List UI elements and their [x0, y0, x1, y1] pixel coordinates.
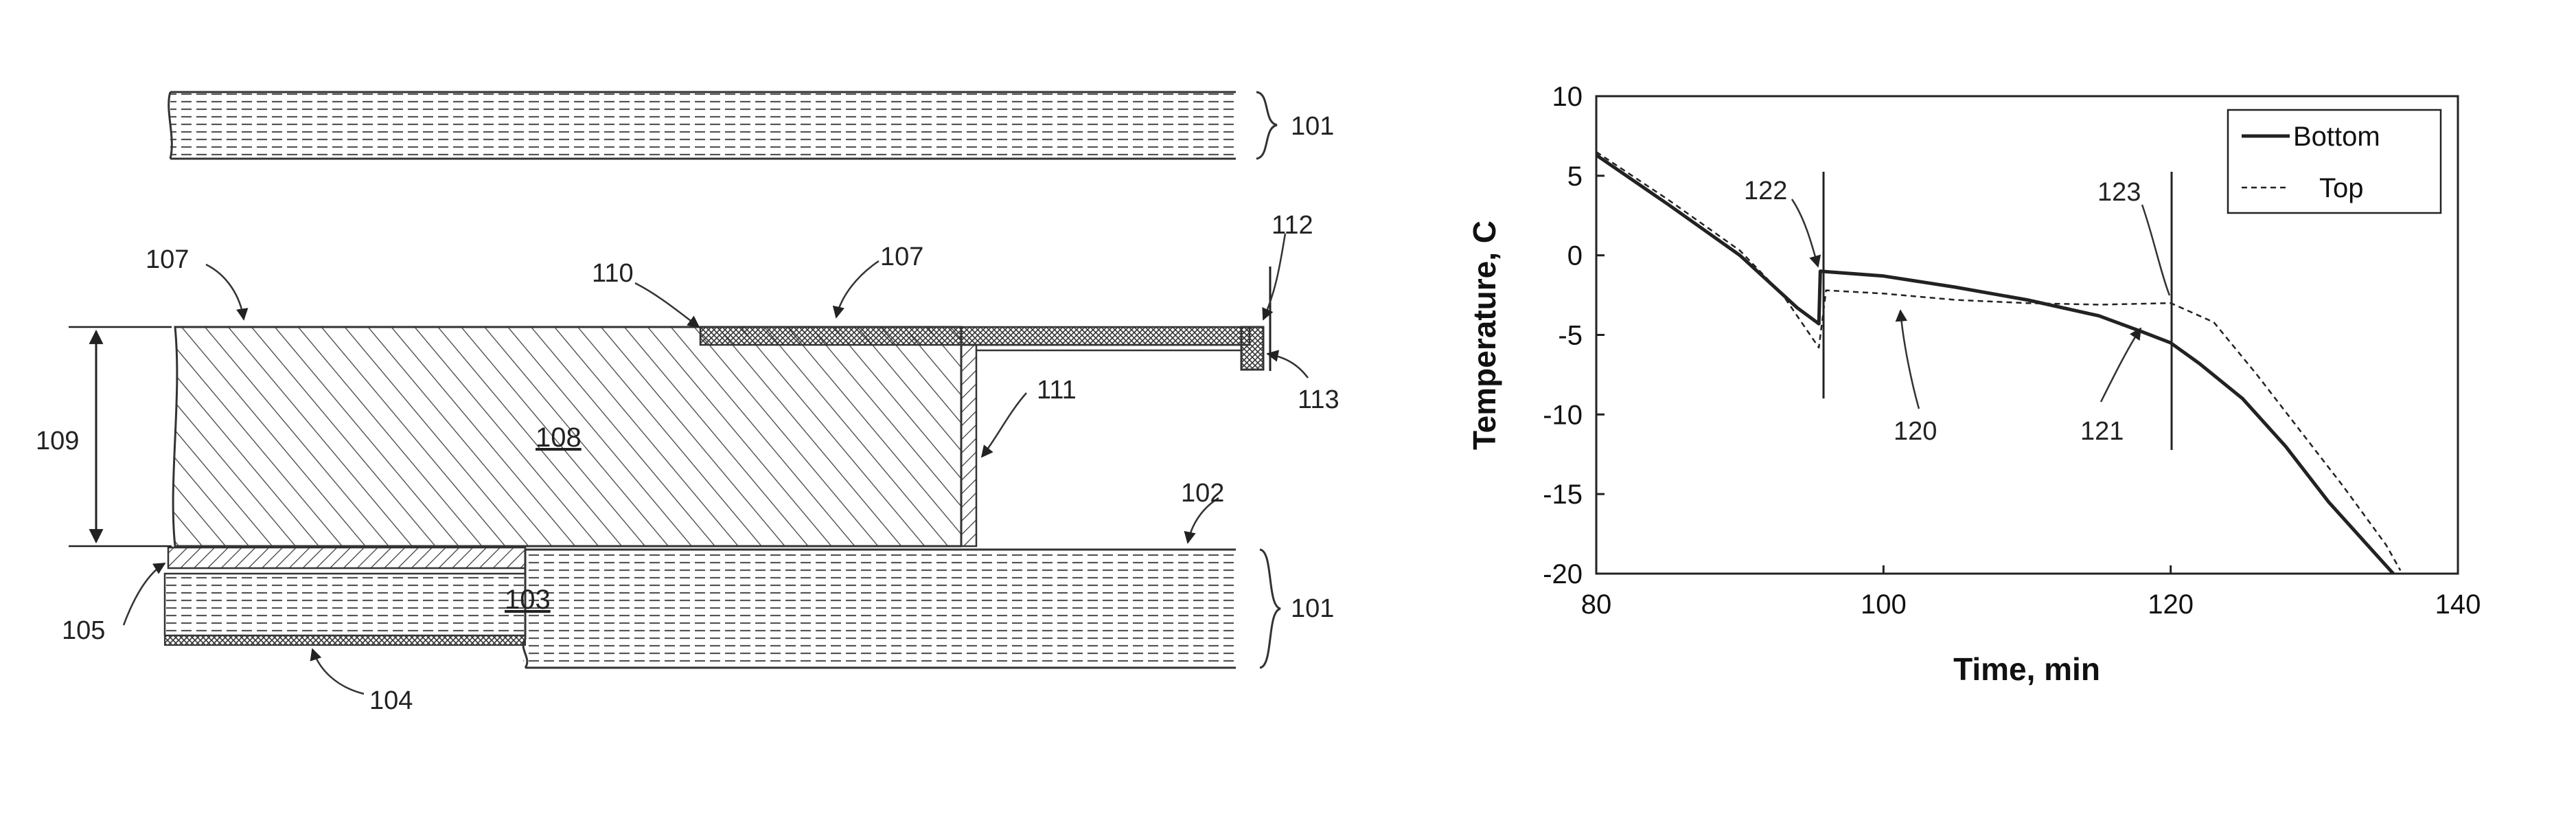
y-tick-label: -15 — [1543, 480, 1583, 510]
y-tick-label: -20 — [1543, 559, 1583, 589]
y-tick-label: 5 — [1567, 161, 1583, 192]
label-103: 103 — [505, 585, 551, 615]
layer-105 — [168, 548, 525, 568]
layer-103 — [165, 574, 525, 635]
label-109: 109 — [36, 427, 79, 455]
top-plate-110 — [700, 327, 1250, 345]
legend-label-bottom: Bottom — [2293, 122, 2380, 152]
label-102: 102 — [1181, 479, 1224, 508]
temperature-chart: 10 5 0 -5 -10 -15 -20 80 100 120 140 Time, min Te… — [1467, 82, 2481, 687]
y-tick-label: 10 — [1552, 82, 1583, 112]
label-112: 112 — [1272, 211, 1313, 240]
side-wall-111 — [961, 345, 976, 546]
series-line-bottom — [1596, 155, 2393, 574]
label-113: 113 — [1298, 385, 1339, 414]
bottom-substrate-101 — [523, 550, 1280, 668]
annotation-121: 121 — [2080, 417, 2124, 446]
layer-diagram: 101 108 101 103 — [36, 92, 1339, 715]
top-substrate-101 — [169, 92, 1277, 159]
label-107-left: 107 — [146, 245, 189, 274]
y-tick-label: -10 — [1543, 400, 1583, 430]
label-108: 108 — [536, 422, 582, 453]
x-tick-label: 140 — [2435, 589, 2481, 620]
y-tick-label: -5 — [1558, 321, 1583, 351]
series-layer — [1596, 152, 2400, 574]
label-105: 105 — [62, 616, 105, 645]
label-101-bottom: 101 — [1291, 594, 1334, 623]
x-tick-label: 80 — [1581, 589, 1612, 620]
y-tick-label: 0 — [1567, 241, 1583, 271]
annotation-120: 120 — [1894, 417, 1937, 446]
label-101-top: 101 — [1291, 112, 1334, 141]
y-axis-label: Temperature, C — [1467, 221, 1502, 450]
x-axis-label: Time, min — [1953, 651, 2100, 687]
legend-label-top: Top — [2319, 173, 2364, 203]
label-107-right: 107 — [880, 243, 923, 271]
x-tick-label: 120 — [2148, 589, 2194, 620]
end-block-113 — [1241, 327, 1263, 370]
annotation-123: 123 — [2097, 178, 2141, 207]
legend: Bottom Top — [2228, 110, 2441, 213]
label-110: 110 — [592, 259, 634, 288]
series-line-top — [1596, 152, 2400, 570]
annotation-122: 122 — [1744, 177, 1787, 205]
label-104: 104 — [369, 686, 413, 715]
label-111: 111 — [1037, 376, 1077, 405]
layer-104 — [165, 635, 525, 645]
x-tick-label: 100 — [1861, 589, 1907, 620]
